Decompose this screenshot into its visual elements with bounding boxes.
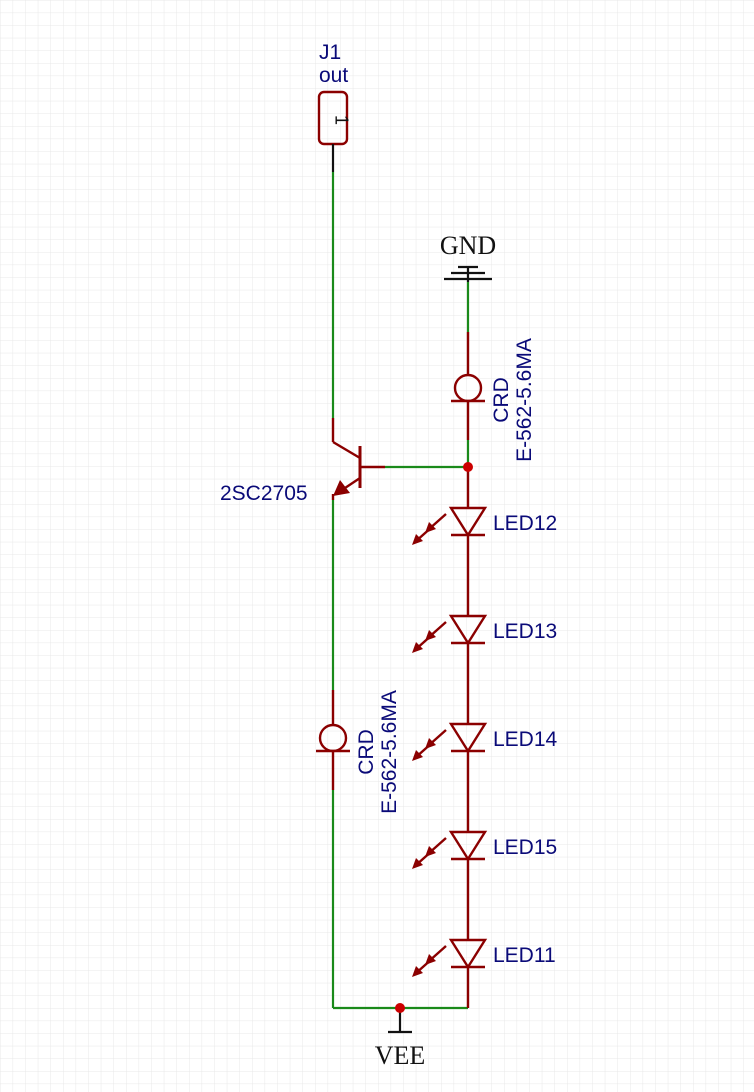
connector-j1: 1 J1 out [317,41,351,172]
gnd-symbol [444,265,492,282]
transistor-2sc2705 [331,418,385,500]
gnd-label: GND [440,231,496,260]
connector-pin-number: 1 [331,115,351,125]
crd-top-value: E-562-5.6MA [513,338,536,462]
collector-leg [332,440,361,460]
crd-bottom [316,690,350,790]
led-triangle [448,830,488,862]
transistor-value: 2SC2705 [220,482,308,505]
crd-bottom-value: E-562-5.6MA [378,690,401,814]
led-triangle [448,722,488,754]
junction-vee-node [395,1003,405,1013]
junction-base-node [463,462,473,472]
led-emission-arrowhead-1 [412,642,423,653]
crd-top [451,332,485,440]
wires [331,172,470,1010]
crd-bottom-ref: CRD [355,729,378,775]
led-label: LED11 [493,944,556,967]
connector-ref: J1 [319,41,341,64]
led-emission-arrowhead-1 [412,966,423,977]
led-emission-arrowhead-1 [412,858,423,869]
led-label: LED15 [493,836,557,859]
led-emission-arrowhead-1 [412,750,423,761]
led-emission-arrowhead-1 [412,534,423,545]
led-triangle [448,938,488,970]
emitter-arrow [333,480,350,496]
led-triangle [448,614,488,646]
led-label: LED14 [493,728,558,751]
crd-top-ref: CRD [490,377,513,423]
led-label: LED13 [493,620,557,643]
connector-value: out [319,64,348,87]
vee-label: VEE [375,1041,426,1070]
led-label: LED12 [493,512,557,535]
led-triangle [448,506,488,538]
